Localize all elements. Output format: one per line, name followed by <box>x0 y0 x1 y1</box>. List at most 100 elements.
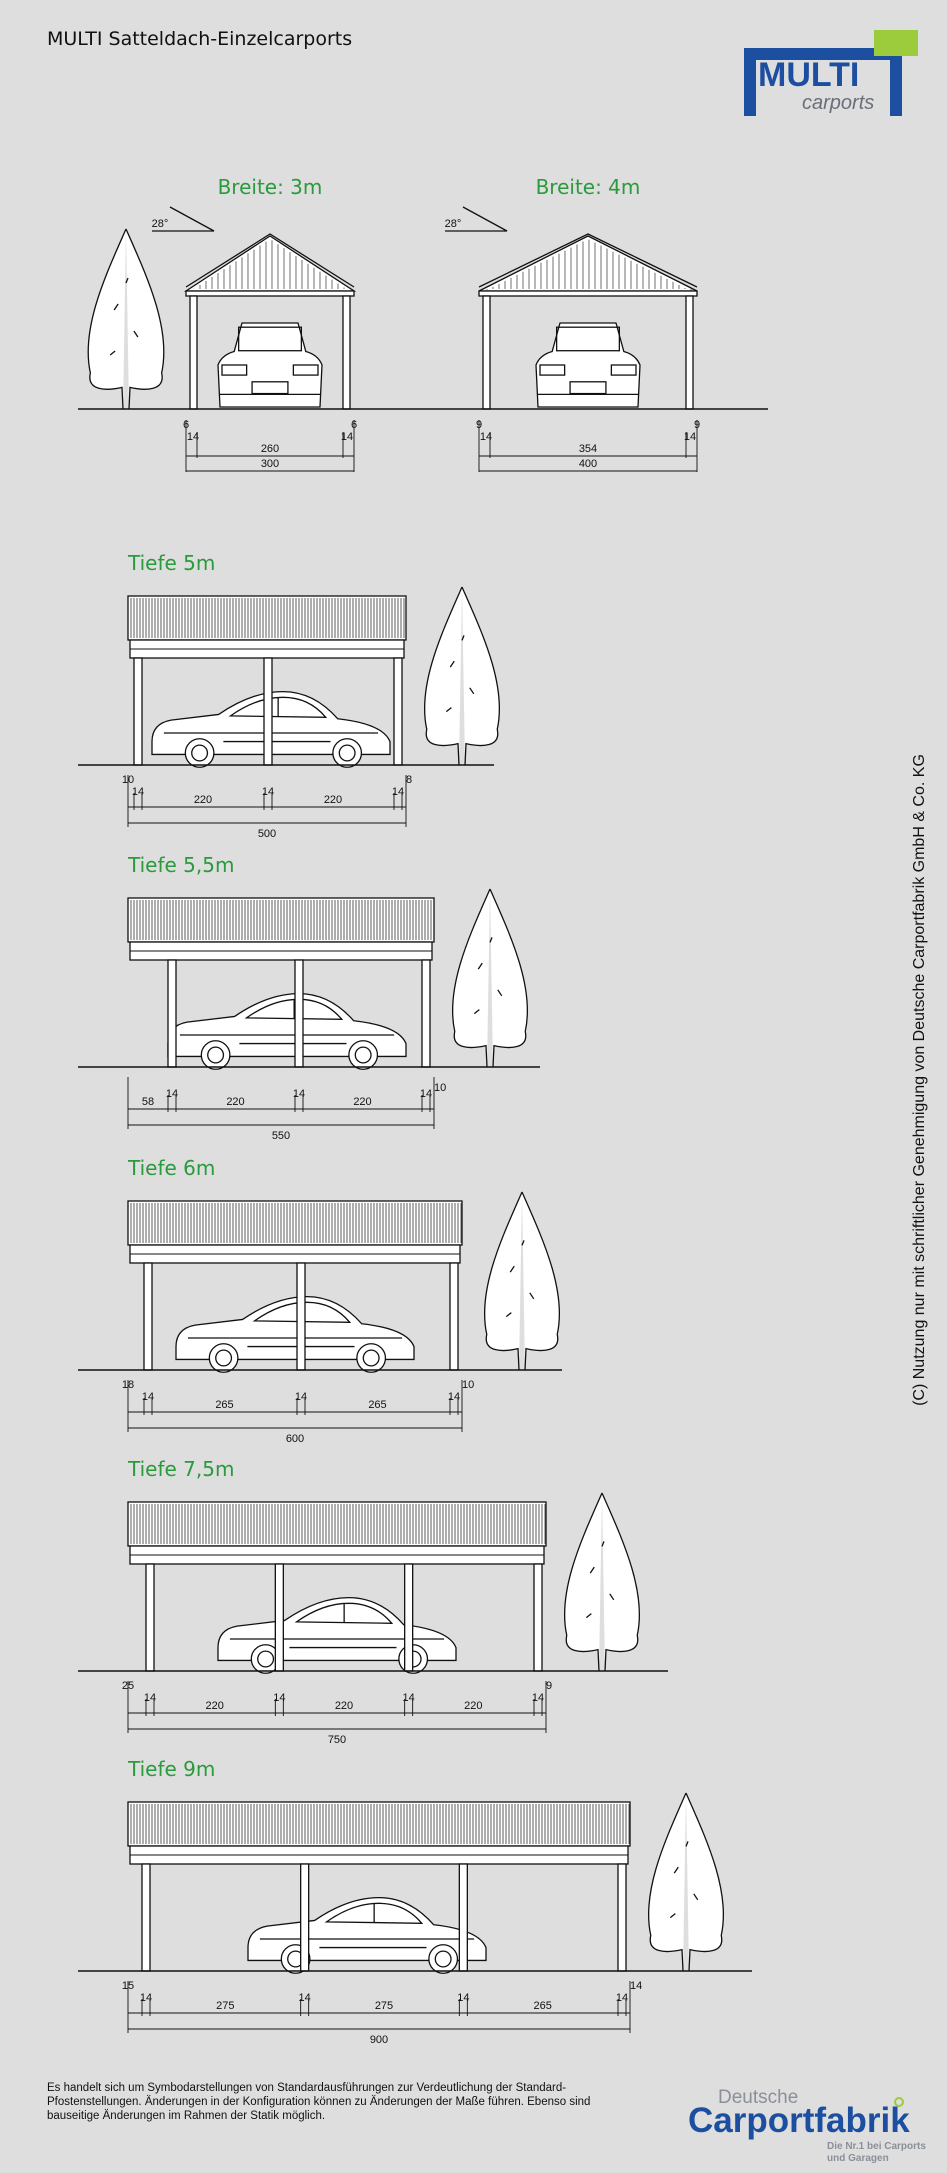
dim-total-depth: 750 <box>328 1734 346 1746</box>
dim-rear-overhang: 14 <box>630 1980 642 1992</box>
dim-post: 14 <box>295 1391 307 1403</box>
post <box>421 959 431 1068</box>
dim-total-depth: 500 <box>258 828 276 840</box>
dim-post: 14 <box>684 431 696 443</box>
dim-rear-overhang: 10 <box>462 1379 474 1391</box>
disclaimer-text: Es handelt sich um Symbodarstellungen vo… <box>47 2081 627 2123</box>
roof-panel <box>127 1501 547 1565</box>
tree-icon <box>563 1492 641 1672</box>
tree-icon <box>423 586 501 766</box>
post <box>133 657 143 766</box>
dim-post: 14 <box>532 1692 544 1704</box>
dim-front-overhang: 25 <box>122 1680 134 1692</box>
dim-post: 14 <box>142 1391 154 1403</box>
side-view-title: Tiefe 6m <box>127 1156 215 1180</box>
post <box>482 295 491 410</box>
dim-total-depth: 550 <box>272 1130 290 1142</box>
dim-rear-overhang: 8 <box>406 774 412 786</box>
dim-front-overhang: 18 <box>122 1379 134 1391</box>
dim-post: 14 <box>420 1088 432 1100</box>
dim-span: 265 <box>368 1399 386 1411</box>
roof-angle-label: 28° <box>152 218 169 230</box>
dim-span: 275 <box>375 2000 393 2012</box>
deutsche-carportfabrik-logo: Deutsche Carportfabrik Die Nr.1 bei Carp… <box>688 2087 926 2164</box>
dim-span: 220 <box>205 1700 223 1712</box>
logo-dc-tag1: Die Nr.1 bei Carports <box>827 2141 926 2152</box>
dim-post: 14 <box>448 1391 460 1403</box>
tree-icon <box>87 228 165 410</box>
post <box>189 295 198 410</box>
post <box>685 295 694 410</box>
dim-post: 14 <box>293 1088 305 1100</box>
side-view-title: Tiefe 5,5m <box>127 853 234 877</box>
roof-panel <box>127 897 435 961</box>
logo-dc-line2: Carportfabrik <box>688 2101 910 2140</box>
car-side-icon <box>167 992 407 1070</box>
disclaimer-line: bauseitige Änderungen im Rahmen der Stat… <box>47 2110 326 2122</box>
roof-panel <box>127 1801 631 1865</box>
post <box>342 295 351 410</box>
post <box>300 1863 310 1972</box>
dim-post: 14 <box>392 786 404 798</box>
tree-icon <box>647 1792 725 1972</box>
post <box>274 1563 284 1672</box>
side-view-title: Tiefe 5m <box>127 551 215 575</box>
car-side-icon <box>217 1596 457 1674</box>
post <box>458 1863 468 1972</box>
dim-span: 220 <box>464 1700 482 1712</box>
car-front-icon <box>217 322 323 408</box>
front-view-title: Breite: 3m <box>218 175 323 199</box>
dim-post: 14 <box>457 1992 469 2004</box>
dim-total-width: 300 <box>261 458 279 470</box>
dim-total-depth: 900 <box>370 2034 388 2046</box>
side-view-title: Tiefe 7,5m <box>127 1457 234 1481</box>
car-side-icon <box>247 1896 487 1974</box>
dim-front-overhang: 10 <box>122 774 134 786</box>
roof-panel <box>127 595 407 659</box>
dim-post: 14 <box>403 1692 415 1704</box>
dim-post: 14 <box>140 1992 152 2004</box>
dim-rear-overhang: 9 <box>546 1680 552 1692</box>
post <box>617 1863 627 1972</box>
car-side-icon <box>175 1295 415 1373</box>
copyright-notice: (C) Nutzung nur mit schriftlicher Genehm… <box>911 754 928 1406</box>
dim-post: 14 <box>132 786 144 798</box>
post <box>449 1262 459 1371</box>
post <box>533 1563 543 1672</box>
post <box>393 657 403 766</box>
dim-span: 220 <box>335 1700 353 1712</box>
tree-icon <box>451 888 529 1068</box>
dim-span: 220 <box>353 1096 371 1108</box>
post <box>263 657 273 766</box>
dim-span: 220 <box>324 794 342 806</box>
tree-icon <box>483 1191 561 1371</box>
logo-dc-tag2: und Garagen <box>827 2153 889 2164</box>
dim-front-overhang: 58 <box>142 1096 154 1108</box>
dim-rear-overhang: 10 <box>434 1082 446 1094</box>
dim-post: 14 <box>480 431 492 443</box>
dim-inner-width: 354 <box>579 443 597 455</box>
dim-post: 14 <box>144 1692 156 1704</box>
dim-post: 14 <box>187 431 199 443</box>
post <box>294 959 304 1068</box>
post <box>296 1262 306 1371</box>
logo-dc-line1: Deutsche <box>718 2087 798 2108</box>
gable-roof <box>183 233 357 297</box>
logo-carports-text: carports <box>802 92 874 114</box>
roof-panel <box>127 1200 463 1264</box>
post <box>404 1563 414 1672</box>
front-view-title: Breite: 4m <box>536 175 641 199</box>
roof-angle-marker <box>152 206 215 232</box>
post <box>145 1563 155 1672</box>
dim-total-width: 400 <box>579 458 597 470</box>
dim-front-overhang: 15 <box>122 1980 134 1992</box>
